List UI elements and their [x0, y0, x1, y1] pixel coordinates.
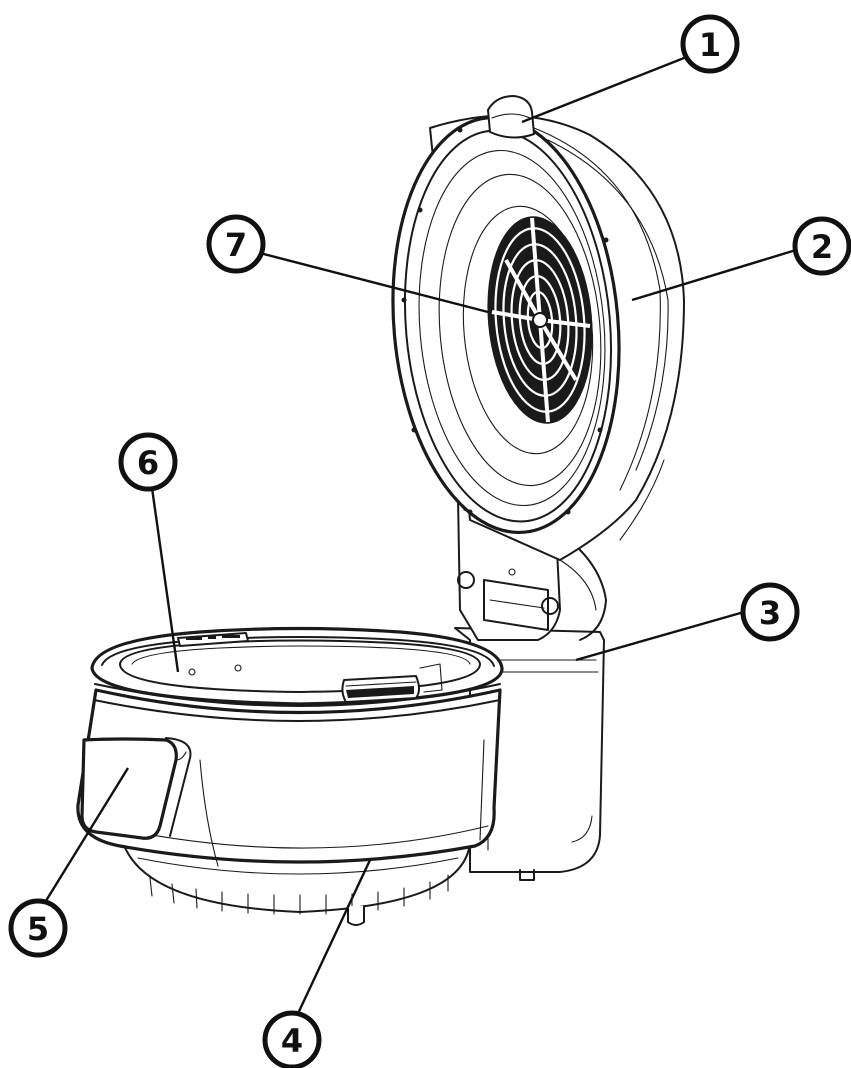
callout-label: 7 [225, 226, 247, 264]
callout-label: 4 [281, 1022, 303, 1060]
callout-4: 4 [262, 1010, 322, 1068]
callout-label: 5 [27, 910, 49, 948]
callout-5: 5 [8, 898, 68, 958]
leader-3 [575, 610, 745, 662]
leader-lines [42, 56, 797, 1023]
leader-5 [42, 767, 130, 905]
callout-label: 6 [137, 444, 159, 482]
callout-label: 1 [699, 26, 721, 64]
callout-2: 2 [792, 216, 851, 276]
callout-6: 6 [118, 432, 178, 492]
callout-7: 7 [206, 214, 266, 274]
leader-7 [255, 250, 489, 314]
leader-2 [631, 248, 797, 302]
base-unit [76, 626, 605, 926]
callout-3: 3 [740, 582, 800, 642]
leader-6 [150, 487, 180, 673]
fan-grille [487, 216, 593, 424]
leader-1 [521, 56, 685, 124]
lid [391, 95, 685, 561]
leader-4 [292, 859, 372, 1023]
callout-label: 2 [811, 228, 833, 266]
callout-1: 1 [680, 14, 740, 74]
callout-label: 3 [759, 594, 781, 632]
